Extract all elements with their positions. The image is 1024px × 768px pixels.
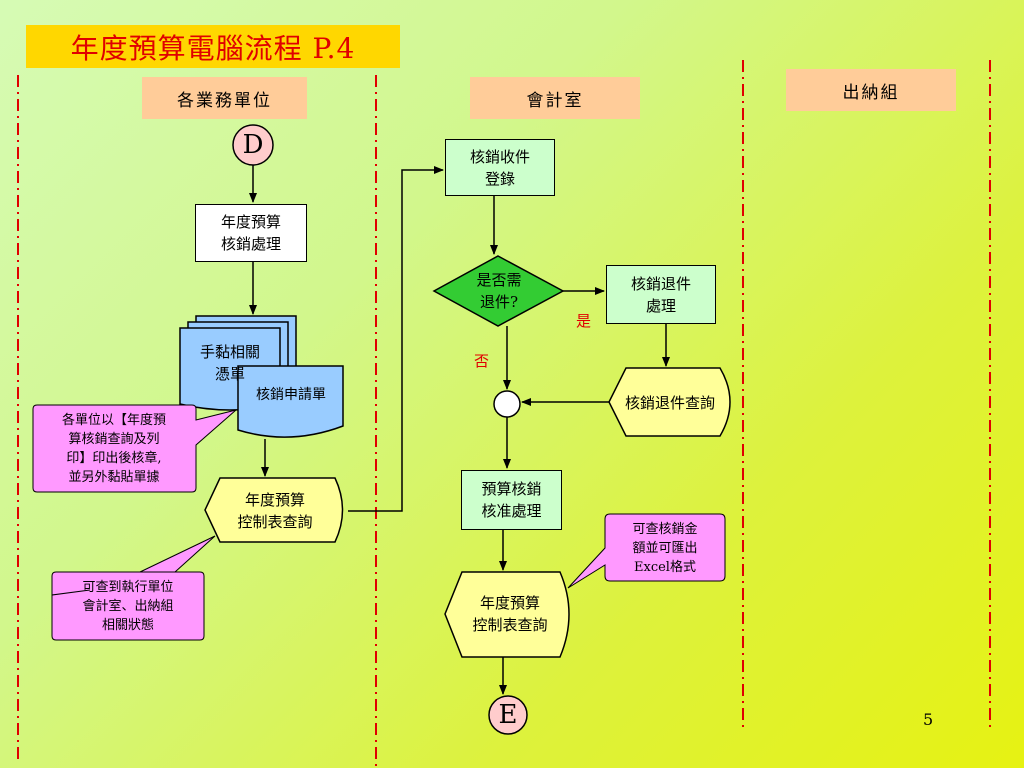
control-query-accounting-shape	[444, 571, 570, 658]
end-connector	[488, 695, 528, 735]
callout-print-note-bubble	[32, 404, 237, 493]
callout-status-pointer	[139, 535, 216, 573]
decision-diamond	[432, 255, 565, 327]
approval-process: 預算核銷 核准處理	[461, 470, 562, 530]
control-query-units-label: 年度預算 控制表查詢	[237, 491, 313, 531]
writeoff-form-document	[237, 365, 344, 438]
callout-status-note-bubble	[51, 571, 205, 641]
control-query-accounting-label: 年度預算 控制表查詢	[472, 594, 548, 634]
callout-excel-note: 可查核銷金 額並可匯出 Excel格式	[632, 521, 698, 575]
callout-print-note: 各單位以【年度預 算核銷查詢及列 印】印出後核章, 並另外黏貼單據	[61, 413, 166, 485]
merge-point	[493, 390, 521, 418]
decision-no-label: 否	[474, 352, 490, 370]
return-query-shape	[608, 367, 731, 437]
page-number: 5	[923, 710, 934, 729]
lane-header-units: 各業務單位	[142, 77, 307, 119]
callout-status-note: 可查到執行單位 會計室、出納組 相關狀態	[82, 579, 174, 633]
lane-header-accounting: 會計室	[470, 77, 640, 119]
control-query-units-shape	[204, 477, 344, 543]
decision-yes-label: 是	[576, 312, 592, 330]
writeoff-form-label: 核銷申請單	[256, 387, 326, 403]
start-connector-label: D	[242, 130, 264, 160]
decision-need-return-label: 是否需 退件?	[476, 271, 522, 311]
callout-excel-note-bubble	[567, 513, 726, 589]
budget-writeoff-process: 年度預算 核銷處理	[195, 204, 307, 262]
end-connector-label: E	[498, 700, 518, 730]
return-query-label: 核銷退件查詢	[624, 394, 715, 412]
page-title: 年度預算電腦流程 P.4	[26, 25, 400, 68]
receive-register-process: 核銷收件 登錄	[445, 139, 555, 196]
attach-vouchers-label: 手黏相關 憑單	[199, 343, 260, 383]
flow-arrows	[249, 165, 670, 695]
return-process: 核銷退件 處理	[606, 265, 716, 324]
lane-header-cashier: 出納組	[786, 69, 956, 111]
lane-dividers	[17, 60, 991, 768]
